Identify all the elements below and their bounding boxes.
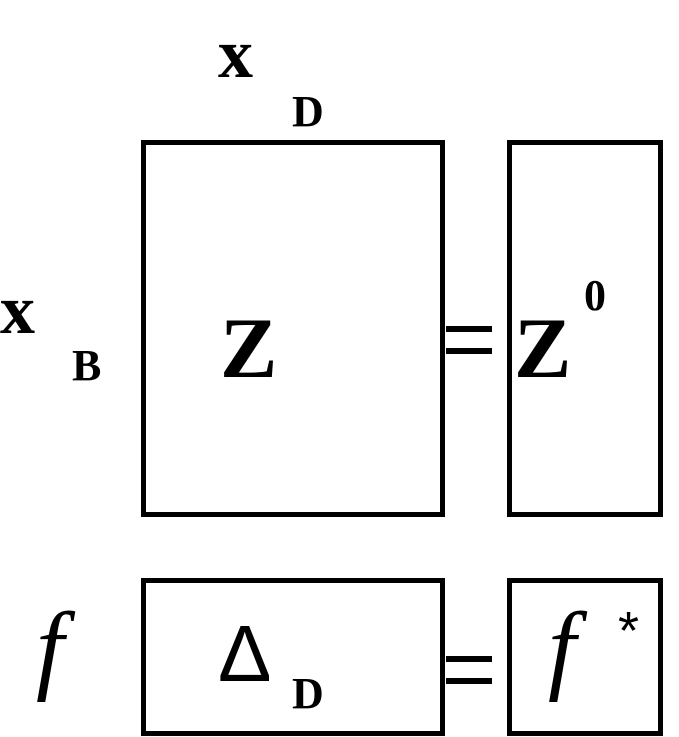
top-equals-sign (446, 326, 492, 354)
column-variable-label: x (218, 16, 253, 93)
delta-symbol: Δ (218, 609, 272, 698)
f-star-label: f (548, 592, 576, 703)
delta-d-box (141, 578, 445, 736)
delta-subscript: D (292, 669, 324, 718)
f-left-label: f (36, 592, 64, 703)
row-variable-subscript: B (72, 341, 102, 390)
vector-z0-superscript: 0 (584, 271, 606, 320)
bottom-equals-sign (446, 656, 492, 684)
f-star-superscript: * (618, 601, 640, 661)
matrix-z-box (141, 140, 445, 517)
row-variable-label: x (0, 272, 35, 349)
vector-z0-label: Z (514, 300, 572, 396)
f-star-box (507, 578, 663, 736)
matrix-z-label: Z (220, 300, 278, 396)
column-variable-subscript: D (292, 87, 324, 136)
vector-z0-box (507, 140, 663, 517)
